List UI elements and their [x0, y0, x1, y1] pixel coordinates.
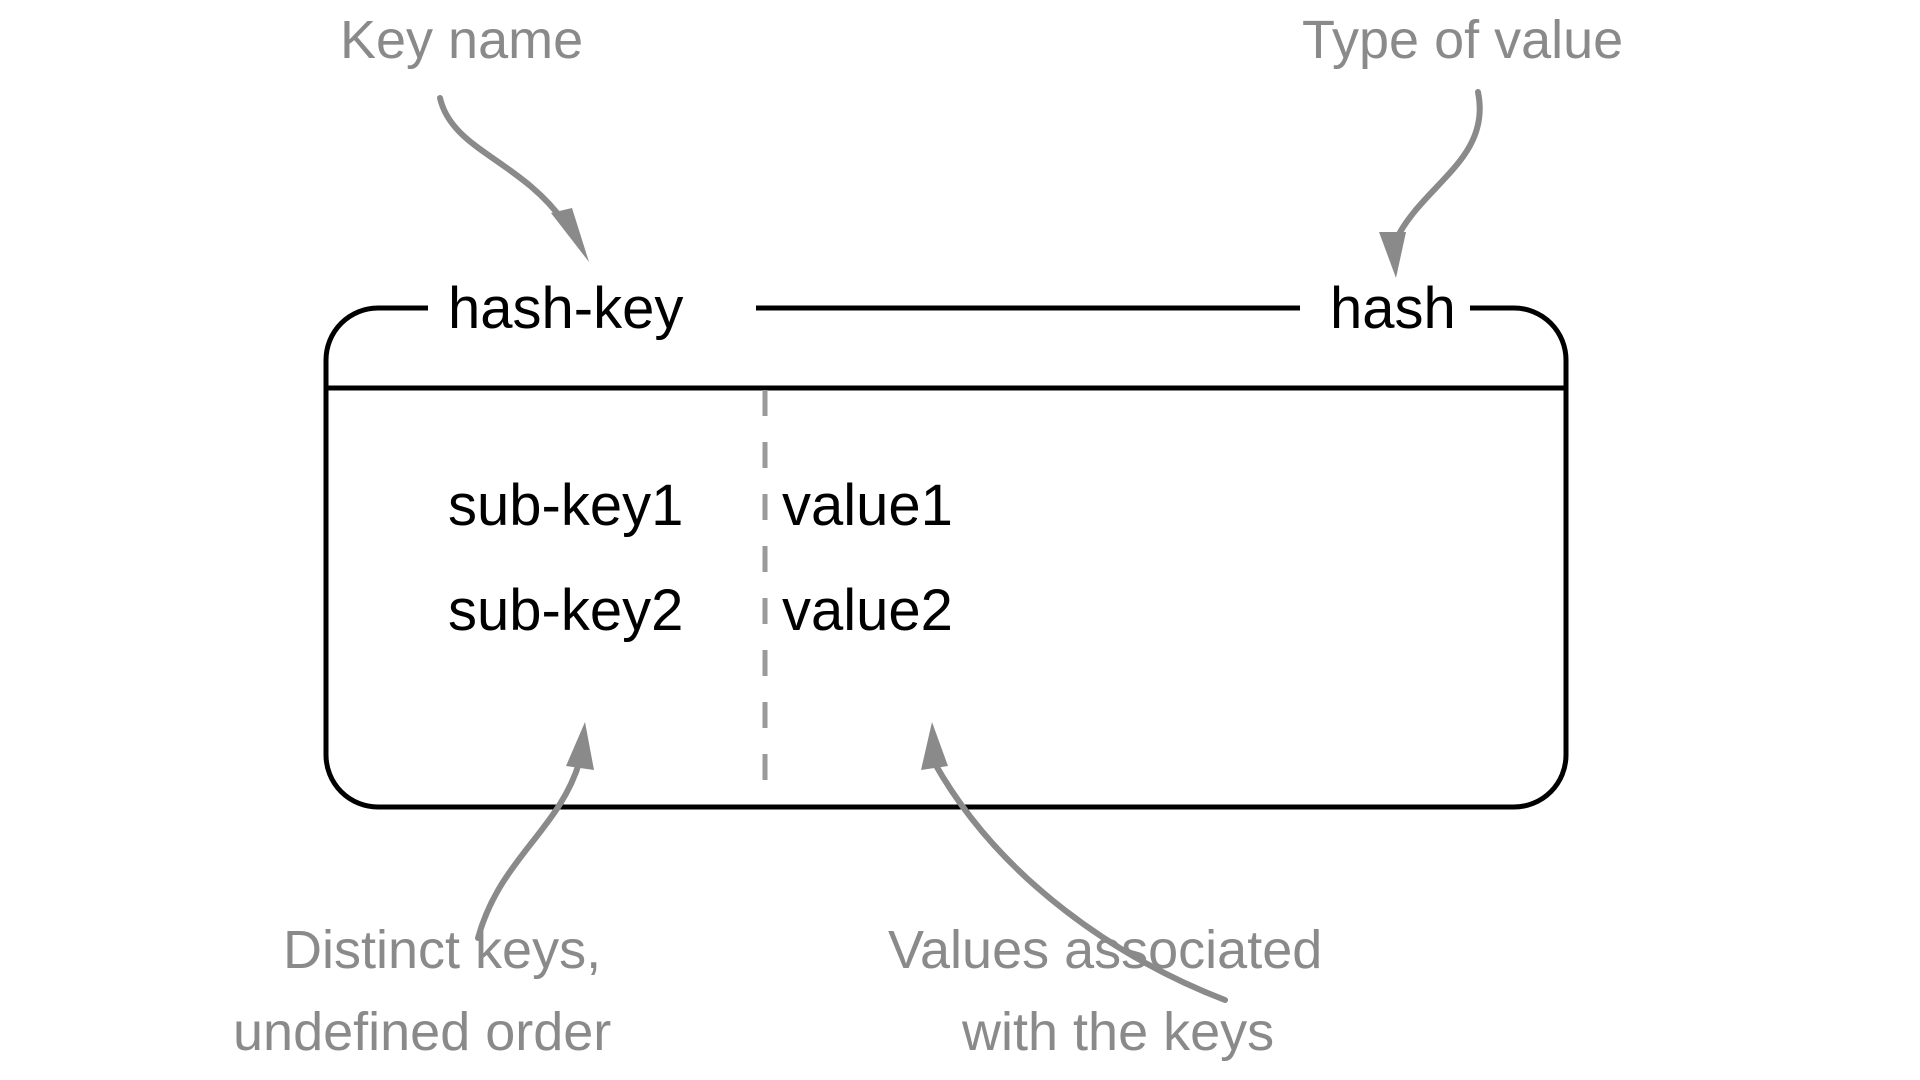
hash-key-label: hash-key: [448, 276, 683, 341]
annotation-values-assoc-line2: with the keys: [961, 1002, 1274, 1062]
annotation-key-name: Key name: [340, 10, 583, 70]
key-name-arrow-head: [551, 208, 589, 262]
distinct-keys-arrow-head: [566, 722, 594, 770]
annotation-values-assoc-line1: Values associated: [888, 920, 1322, 980]
annotation-distinct-keys-line1: Distinct keys,: [283, 920, 601, 980]
row-2-value: value2: [782, 578, 953, 643]
key-name-arrow-curve: [437, 95, 567, 225]
hash-box-outline: [323, 305, 1569, 810]
annotation-type-of-value: Type of value: [1302, 10, 1623, 70]
row-1-sub-key: sub-key1: [448, 473, 683, 538]
type-of-value-arrow-head: [1379, 232, 1406, 278]
values-assoc-arrow-head: [921, 722, 948, 770]
type-of-value-arrow-curve: [1392, 89, 1483, 245]
row-2-sub-key: sub-key2: [448, 578, 683, 643]
values-assoc-arrow-curve: [931, 759, 1228, 1003]
row-1-value: value1: [782, 473, 953, 538]
hash-type-label: hash: [1330, 276, 1456, 341]
annotation-distinct-keys-line2: undefined order: [233, 1002, 611, 1062]
distinct-keys-arrow-curve: [475, 757, 583, 941]
